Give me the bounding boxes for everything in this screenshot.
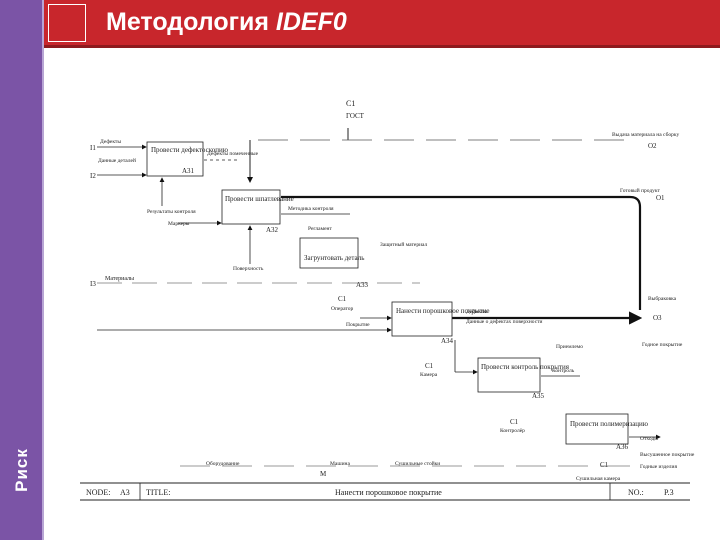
header-bar: Методология IDEF0: [44, 0, 720, 48]
a33-num: A33: [356, 281, 369, 289]
defects-in-label: Дефекты: [100, 138, 121, 145]
dryer-label: Сушильная камера: [576, 476, 621, 482]
sidebar-label: Риск: [12, 448, 31, 492]
out-sel-label: Готовый продукт: [620, 187, 660, 194]
cmm-label: Сушильные стойки: [395, 460, 440, 467]
c1-comp4-label: C1: [600, 461, 609, 469]
o3-label: O3: [653, 314, 662, 322]
acceptable-label: Приемлемо: [556, 344, 583, 350]
slide-title: Методология IDEF0: [106, 8, 347, 37]
a35-num: A35: [532, 392, 545, 400]
materials-label: Материалы: [105, 276, 134, 282]
marked-defects-label: Дефекты помеченные: [207, 150, 259, 157]
a33-box: [299, 237, 359, 269]
no-label: NO.:: [628, 488, 644, 497]
a31-box: [146, 141, 204, 177]
data-per-label: Данные о дефектах поверхности: [466, 318, 543, 325]
a32-title: Провести шпатлевание: [225, 195, 294, 203]
i1-label: I1: [90, 144, 96, 152]
o1-label: O1: [656, 194, 665, 202]
sidebar: Риск: [0, 0, 44, 540]
node-value: A3: [120, 488, 130, 497]
title-label: TITLE:: [146, 488, 170, 497]
c1-comp2-label: C1: [425, 362, 434, 370]
chamber-label: Камера: [420, 372, 438, 378]
equipment-label: Оборудование: [206, 460, 240, 467]
out3-label: Отходы: [640, 436, 658, 442]
defects-out-label: Дефекты: [466, 308, 487, 315]
c1-label: C1: [346, 99, 355, 108]
c1-sub-label: ГОСТ: [346, 112, 365, 120]
a34-box: [391, 301, 453, 337]
footer-title: Нанести порошковое покрытие: [335, 488, 442, 497]
mach-label: Машина: [330, 461, 350, 467]
control-block-label: Результаты контроля: [147, 209, 196, 215]
a34-title: Нанести порошковое покрытие: [396, 307, 490, 315]
control-res-label: Контроль: [552, 368, 575, 374]
output-bottom-label: Годные изделия: [640, 464, 677, 470]
coating-label: Покрытие: [346, 322, 370, 328]
c1-comp-label: C1: [338, 295, 347, 303]
a32-num: A32: [266, 226, 279, 234]
o2-label: O2: [648, 142, 657, 150]
finished2-label: Годное покрытие: [642, 342, 683, 348]
dried-coating-label: Высушенное покрытие: [640, 452, 695, 458]
a36-box: [565, 413, 629, 445]
markers-label: Маркеры: [168, 221, 190, 227]
slide-title-emph: IDEF0: [275, 8, 347, 36]
a34-num: A34: [441, 337, 454, 345]
logo-box: [48, 4, 86, 42]
sel-transfer-label: Выдача материала на сборку: [612, 131, 679, 138]
operator-label: Оператор: [331, 306, 353, 312]
a36-num: A36: [616, 443, 629, 451]
protect-material-label: Защитный материал: [380, 241, 428, 248]
slide-title-main: Методология: [106, 8, 276, 36]
methods-label: Методика контроля: [288, 206, 334, 212]
a31-num: A31: [182, 167, 195, 175]
idef0-diagram: C1 ГОСТ Провести дефектоскопию A31 I1 I2…: [80, 99, 695, 501]
regulation-label: Регламент: [308, 226, 332, 232]
m-label: M: [320, 470, 327, 478]
a36-title: Провести полимеризацию: [570, 420, 648, 428]
a32-box: [221, 189, 281, 225]
finished-label: Выбраковка: [648, 295, 677, 302]
c1-comp3-label: C1: [510, 418, 519, 426]
a31-title: Провести дефектоскопию: [151, 146, 228, 154]
i2-label: I2: [90, 172, 96, 180]
i3-label: I3: [90, 280, 96, 288]
surface-label: Поверхность: [233, 266, 264, 272]
a35-box: [477, 357, 541, 393]
backbone-line: [281, 195, 642, 310]
a35-title: Провести контроль покрытия: [481, 363, 570, 371]
sidebar-label-box: Риск: [0, 420, 44, 520]
detail-base-label: Данные деталей: [98, 157, 136, 164]
no-value: P.3: [664, 488, 674, 497]
controller-label: Контролёр: [500, 428, 525, 434]
node-label: NODE:: [86, 488, 110, 497]
a33-title: Загрунтовать деталь: [304, 254, 364, 262]
